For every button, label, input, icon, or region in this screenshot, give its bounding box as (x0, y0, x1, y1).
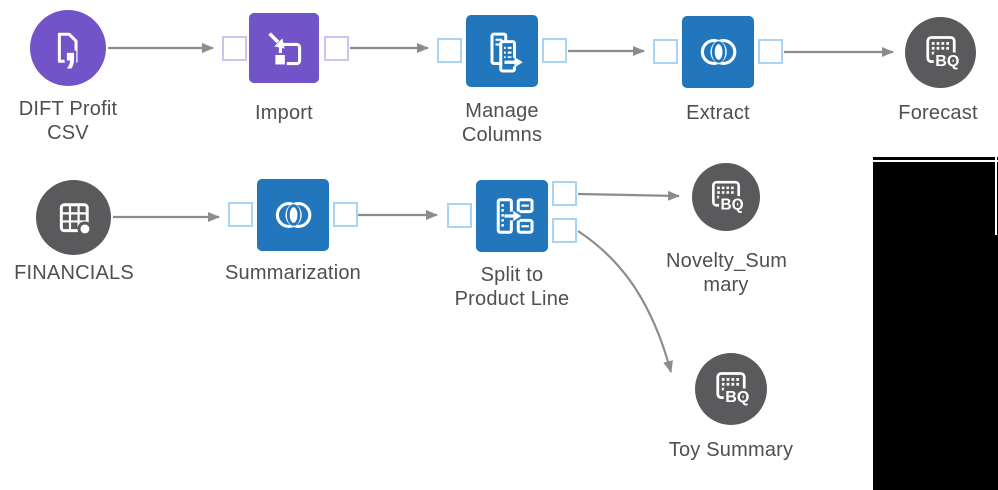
import-icon (268, 32, 302, 67)
port-split-in[interactable] (447, 203, 472, 228)
node-dift-profit-csv[interactable]: , (30, 10, 106, 86)
bq-table-icon: BQ (925, 35, 961, 72)
node-extract[interactable] (682, 16, 754, 88)
node-label-financials: FINANCIALS (14, 262, 134, 284)
svg-text:BQ: BQ (935, 52, 959, 70)
port-manage-columns-out[interactable] (542, 38, 567, 63)
node-financials[interactable] (36, 180, 111, 255)
table-dot-icon (59, 202, 92, 236)
svg-text:,: , (63, 25, 77, 71)
port-summarization-out[interactable] (333, 202, 358, 227)
port-split-out-top[interactable] (552, 181, 577, 206)
node-forecast[interactable]: BQ (905, 17, 976, 88)
edge-split-to-toy-summary (577, 230, 673, 373)
node-label-split-to-product-line: Split to Product Line (454, 264, 570, 311)
node-toy-summary[interactable]: BQ (695, 353, 767, 425)
svg-text:BQ: BQ (721, 197, 744, 214)
node-label-import: Import (255, 102, 313, 124)
node-label-novelty-summary: Novelty_Sum mary (666, 250, 788, 297)
node-label-manage-columns: Manage Columns (461, 100, 543, 147)
node-split-to-product-line[interactable] (476, 180, 548, 252)
edge-split-to-novelty-summary (577, 190, 680, 201)
extract-venn-icon (275, 202, 312, 228)
node-label-dift-profit-csv: DIFT Profit CSV (18, 98, 118, 145)
manage-columns-icon (490, 32, 523, 73)
redaction-box-top-line (873, 160, 998, 162)
port-import-in[interactable] (222, 36, 247, 61)
svg-text:BQ: BQ (725, 388, 749, 406)
extract-venn-icon (700, 39, 737, 65)
node-label-forecast: Forecast (898, 102, 978, 124)
port-summarization-in[interactable] (228, 202, 253, 227)
port-manage-columns-in[interactable] (437, 38, 462, 63)
node-label-summarization: Summarization (225, 262, 361, 284)
port-split-out-bottom[interactable] (552, 218, 577, 243)
node-summarization[interactable] (257, 179, 329, 251)
node-label-toy-summary: Toy Summary (668, 439, 794, 461)
split-icon (496, 198, 534, 234)
bq-table-icon: BQ (712, 180, 746, 216)
port-import-out[interactable] (324, 36, 349, 61)
redaction-box-right-line (995, 157, 997, 235)
node-novelty-summary[interactable]: BQ (692, 163, 760, 231)
csv-file-icon: , (57, 25, 80, 71)
node-import[interactable] (249, 13, 319, 83)
port-extract-out[interactable] (758, 39, 783, 64)
redaction-box (873, 157, 998, 490)
node-label-extract: Extract (686, 102, 750, 124)
bq-table-icon: BQ (716, 372, 752, 409)
node-manage-columns[interactable] (466, 15, 538, 87)
port-extract-in[interactable] (653, 39, 678, 64)
